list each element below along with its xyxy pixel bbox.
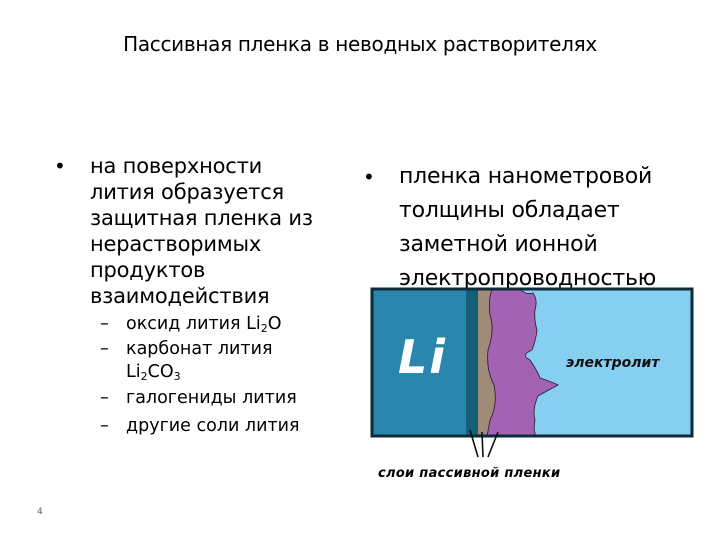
inner-film-layer bbox=[466, 289, 478, 436]
lithium-region bbox=[372, 289, 467, 436]
passive-film-diagram bbox=[370, 287, 694, 458]
sub-item-lithium-halides: – галогениды лития bbox=[100, 386, 300, 411]
diagram-caption: слои пассивной пленки bbox=[378, 466, 561, 481]
right-bullet-text: • пленка нанометровой толщины обладает з… bbox=[355, 160, 715, 296]
bullet-marker: • bbox=[363, 165, 375, 189]
electrolyte-label: электролит bbox=[566, 355, 660, 371]
dash-marker: – bbox=[100, 339, 109, 359]
bullet-marker: • bbox=[54, 154, 66, 178]
sub-item-lithium-oxide: – оксид лития Li2O bbox=[100, 314, 282, 335]
sub-list: – оксид лития Li2O – карбонат лития Li2C… bbox=[100, 312, 300, 439]
sub-item-other-salts: – другие соли лития bbox=[100, 414, 300, 439]
outer-film-layer bbox=[486, 288, 559, 437]
carbonate-formula: Li2CO3 bbox=[126, 362, 181, 383]
left-line-2: лития образуется bbox=[90, 180, 284, 204]
pointer-line-3 bbox=[487, 431, 499, 458]
middle-film-layer bbox=[478, 289, 496, 436]
left-line-4: нерастворимых bbox=[90, 232, 262, 256]
dash-marker: – bbox=[100, 314, 109, 334]
left-line-3: защитная пленка из bbox=[90, 206, 313, 230]
lithium-label: Li bbox=[398, 330, 448, 384]
left-bullet-text: • на поверхности лития образуется защитн… bbox=[46, 153, 376, 309]
left-line-5: продуктов bbox=[90, 258, 206, 282]
left-bullet: • на поверхности лития образуется защитн… bbox=[46, 153, 376, 309]
dash-marker: – bbox=[100, 388, 109, 408]
diagram-border bbox=[370, 287, 694, 438]
right-line-1: пленка нанометровой bbox=[399, 164, 653, 189]
right-line-2: толщины обладает bbox=[399, 198, 620, 223]
page-number: 4 bbox=[37, 507, 43, 517]
pointer-line-1 bbox=[469, 429, 479, 458]
pointer-line-2 bbox=[481, 431, 484, 458]
sub-item-lithium-carbonate: – карбонат лития Li2CO3 bbox=[100, 337, 300, 382]
left-line-6: взаимодействия bbox=[90, 284, 270, 308]
right-line-4: электропроводностью bbox=[399, 266, 657, 291]
slide-title: Пассивная пленка в неводных растворителя… bbox=[123, 32, 597, 56]
right-bullet: • пленка нанометровой толщины обладает з… bbox=[355, 160, 715, 296]
dash-marker: – bbox=[100, 416, 109, 436]
left-line-1: на поверхности bbox=[90, 154, 263, 178]
right-line-3: заметной ионной bbox=[399, 232, 598, 257]
